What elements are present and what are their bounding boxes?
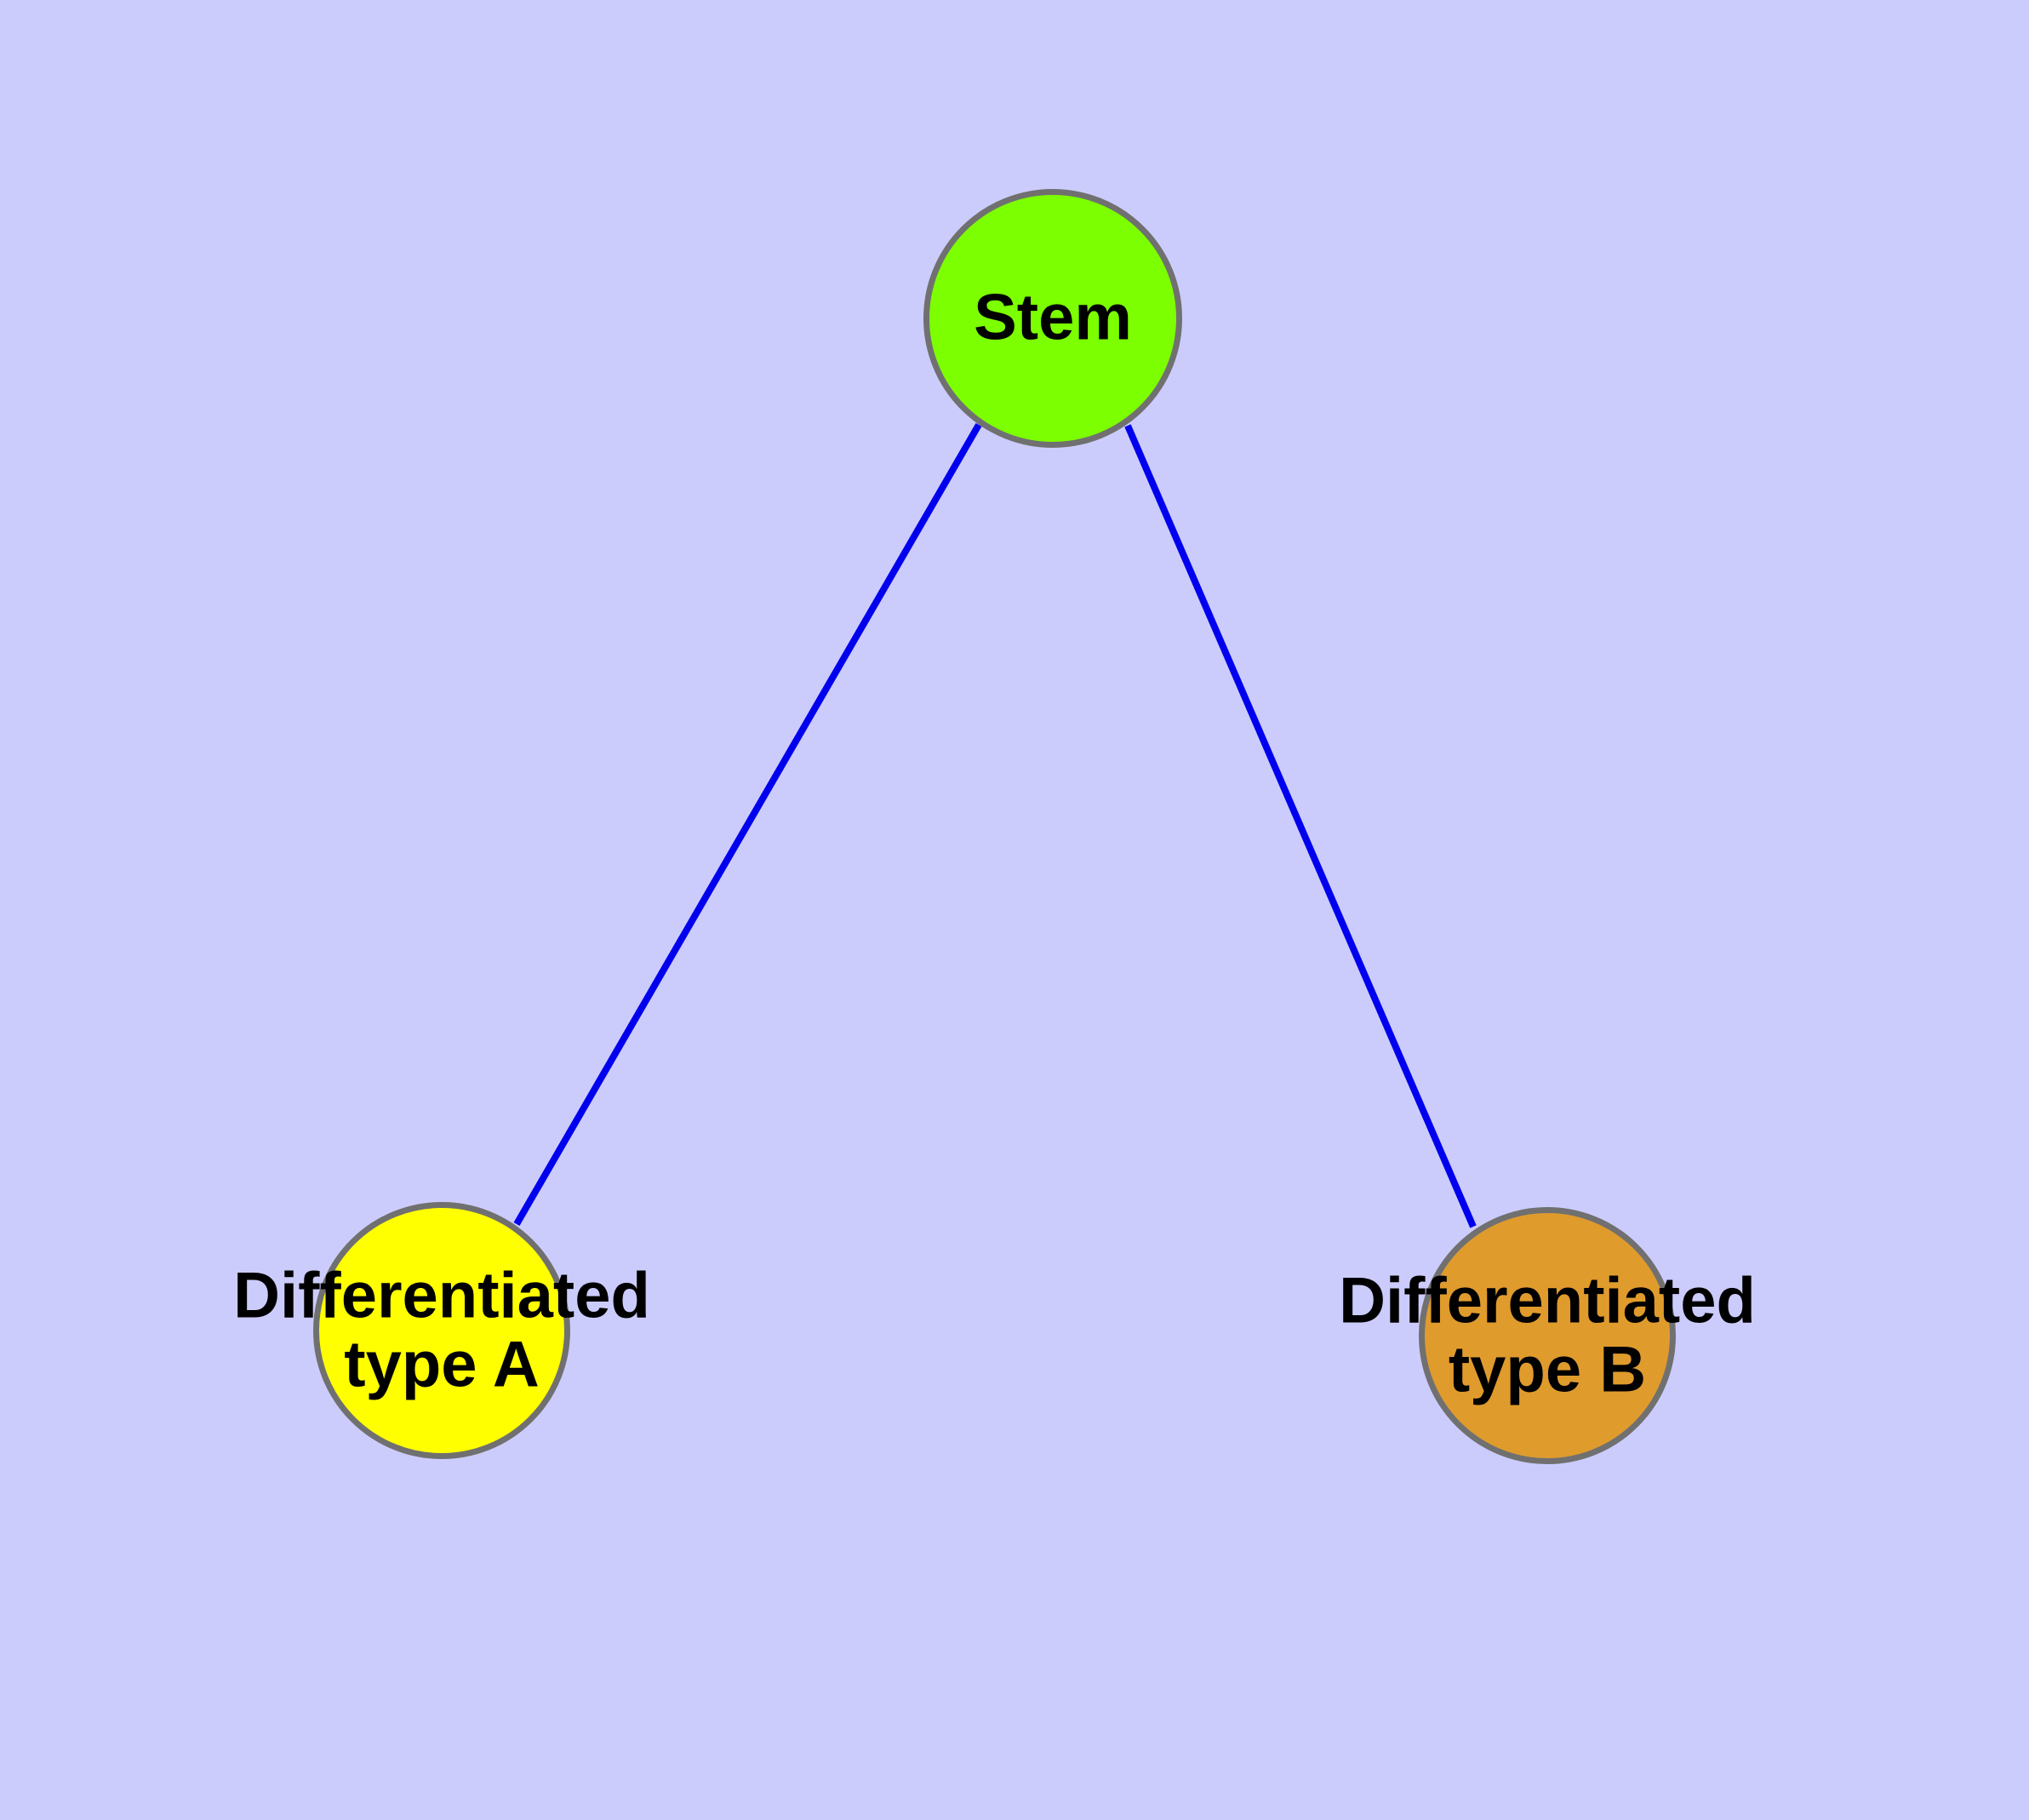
node-layer (313, 189, 1676, 1464)
node-stem[interactable] (923, 189, 1182, 448)
edge-layer (513, 422, 1477, 1228)
node-diff-b[interactable] (1419, 1207, 1676, 1464)
node-diff-a[interactable] (313, 1202, 570, 1459)
edge-stem-to-diff-b (1124, 424, 1477, 1228)
edge-stem-to-diff-a (513, 422, 982, 1227)
